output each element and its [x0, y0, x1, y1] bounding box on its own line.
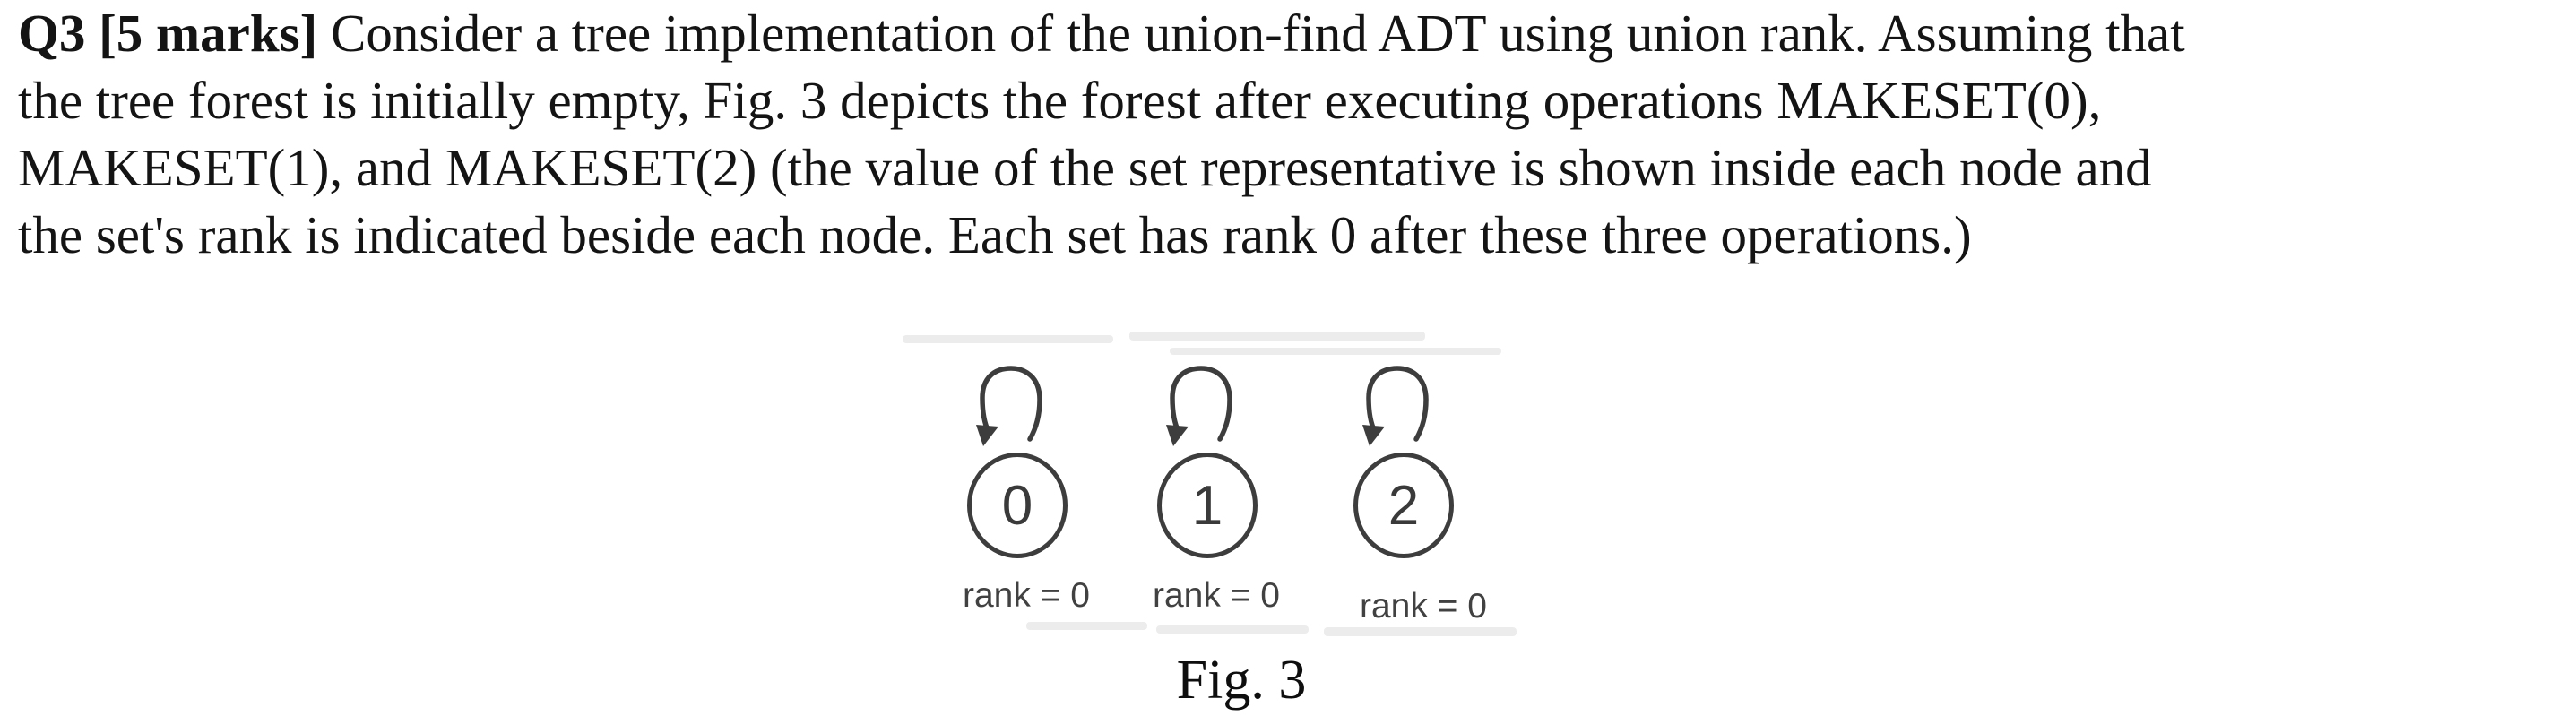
forest-node-group-2: 2 rank = 0 — [1305, 360, 1502, 625]
forest-node-group-0: 0 rank = 0 — [919, 360, 1116, 616]
question-label: Q3 [5 marks] — [18, 4, 318, 63]
question-line-1-text: Consider a tree implementation of the un… — [331, 4, 2185, 63]
scan-artifact — [1156, 625, 1309, 634]
figure-union-find-forest: 0 rank = 0 1 rank = 0 2 rank = 0 — [901, 330, 1528, 716]
self-loop-arrow-icon — [976, 366, 1042, 446]
question-text: Q3 [5 marks] Consider a tree implementat… — [18, 0, 2185, 269]
node-value: 0 — [1001, 474, 1033, 537]
scan-artifact — [1324, 627, 1517, 636]
scan-artifact — [1170, 348, 1501, 355]
node-value: 2 — [1387, 474, 1420, 537]
node-circle: 1 — [1157, 453, 1258, 558]
node-value: 1 — [1191, 474, 1223, 537]
forest-node-group-1: 1 rank = 0 — [1109, 360, 1306, 616]
self-loop-arrow-icon — [1166, 366, 1232, 446]
figure-caption: Fig. 3 — [1176, 650, 1307, 711]
arrowhead — [1362, 425, 1385, 446]
scan-artifact — [1129, 332, 1425, 341]
arrowhead — [1166, 425, 1189, 446]
arrowhead — [976, 425, 998, 446]
node-circle: 2 — [1353, 453, 1454, 558]
scan-artifact — [1026, 622, 1147, 630]
rank-label: rank = 0 — [1152, 576, 1280, 615]
node-circle: 0 — [967, 453, 1068, 558]
forest-nodes-row: 0 rank = 0 1 rank = 0 2 rank = 0 — [901, 330, 1528, 716]
rank-label: rank = 0 — [1359, 587, 1487, 625]
question-line-4: the set's rank is indicated beside each … — [18, 205, 1972, 264]
rank-label: rank = 0 — [962, 576, 1090, 615]
scan-artifact — [903, 335, 1113, 343]
question-line-3: MAKESET(1), and MAKESET(2) (the value of… — [18, 138, 2152, 197]
question-line-1: Q3 [5 marks] Consider a tree implementat… — [18, 0, 2185, 67]
question-line-2: the tree forest is initially empty, Fig.… — [18, 71, 2102, 130]
self-loop-arrow-icon — [1362, 366, 1429, 446]
